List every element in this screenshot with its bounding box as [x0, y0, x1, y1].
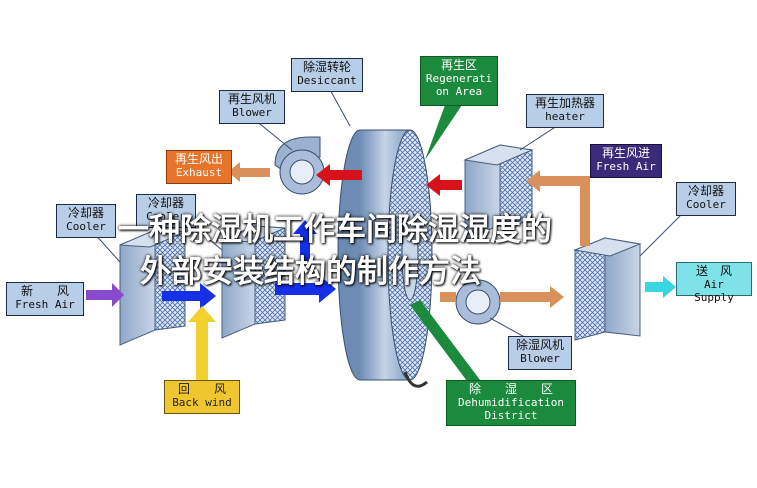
cooler-right-label: 冷却器 Cooler	[676, 182, 736, 216]
tan-arrow-dehum	[440, 286, 564, 308]
regen-fresh-air-label: 再生风进 Fresh Air	[590, 144, 662, 178]
dehum-blower-label-en: Blower	[520, 352, 560, 365]
fresh-air-label-zh: 新 风	[20, 284, 69, 298]
back-wind-label-zh: 回 风	[177, 382, 226, 396]
cooler-mid-label-zh: 冷却器	[147, 196, 184, 210]
supply-arrow	[645, 276, 676, 298]
cooler-left-label-en: Cooler	[66, 220, 106, 233]
back-wind-arrow	[188, 306, 216, 380]
red-arrow-2	[426, 174, 462, 196]
back-wind-label: 回 风 Back wind	[164, 380, 240, 414]
exhaust-label: 再生风出 Exhaust	[166, 150, 232, 184]
exhaust-label-en: Exhaust	[175, 166, 223, 179]
regen-heater-label-zh: 再生加热器	[534, 96, 595, 110]
cooler-right-label-en: Cooler	[686, 198, 726, 211]
dehum-blower-label: 除湿风机 Blower	[508, 336, 572, 370]
blue-arrow-up	[293, 220, 317, 262]
regen-area-label-en1: Regenerati	[425, 72, 493, 85]
regen-area-label-zh: 再生区	[440, 58, 477, 72]
back-wind-label-en: Back wind	[172, 396, 232, 409]
dehum-district-label-en1: Dehumidification	[458, 396, 564, 409]
desiccant-label-en: Desiccant	[297, 74, 357, 87]
exhaust-label-zh: 再生风出	[174, 152, 223, 166]
heater-unit	[463, 144, 534, 241]
cooler-left-label-zh: 冷却器	[67, 206, 104, 220]
blue-arrow-2	[275, 275, 336, 303]
blue-arrow-1	[162, 283, 216, 309]
desiccant-label: 除湿转轮 Desiccant	[291, 58, 363, 92]
air-supply-label-zh: 送 风	[695, 264, 732, 278]
cooler-left-label: 冷却器 Cooler	[56, 204, 116, 238]
air-supply-label-en: Air Supply	[694, 278, 734, 304]
regen-in-arrow	[526, 170, 590, 246]
dehum-district-label: 除 湿 区 Dehumidification District	[446, 380, 576, 426]
dehum-district-label-zh: 除 湿 区	[468, 382, 553, 396]
red-arrow-1	[316, 164, 362, 186]
fresh-air-label-en: Fresh Air	[15, 298, 75, 311]
overlay-title-line2: 外部安装结构的制作方法	[140, 254, 481, 290]
regen-area-label: 再生区 Regenerati on Area	[420, 56, 498, 106]
fresh-air-arrow	[86, 283, 124, 307]
cooler-right-label-zh: 冷却器	[687, 184, 724, 198]
regen-blower-label-en: Blower	[232, 106, 272, 119]
dehum-blower-fan	[455, 279, 501, 325]
cooler-mid-label: 冷却器 Cooler	[136, 194, 196, 228]
regen-heater-label: 再生加热器 heater	[526, 94, 604, 128]
dehum-district-label-en2: District	[484, 409, 538, 422]
regen-area-pointer	[425, 105, 462, 160]
fresh-air-label: 新 风 Fresh Air	[6, 282, 84, 316]
cooler-mid-unit	[221, 225, 286, 339]
regen-blower-label: 再生风机 Blower	[219, 90, 285, 124]
regen-blower-fan	[274, 136, 325, 195]
air-supply-label: 送 风 Air Supply	[676, 262, 752, 304]
cooler-mid-label-en: Cooler	[146, 210, 186, 223]
regen-fresh-air-label-en: Fresh Air	[596, 160, 656, 173]
cooler-right-unit	[573, 237, 642, 341]
exhaust-arrow	[228, 162, 270, 182]
regen-area-label-en2: on Area	[435, 85, 483, 98]
desiccant-label-zh: 除湿转轮	[302, 60, 351, 74]
regen-heater-label-en: heater	[545, 110, 585, 123]
overlay-title-line1: 一种除湿机工作车间除湿湿度的	[118, 212, 552, 248]
dehum-blower-label-zh: 除湿风机	[515, 338, 564, 352]
regen-fresh-air-label-zh: 再生风进	[601, 146, 650, 160]
dehum-district-pointer	[410, 300, 480, 385]
cooler-left-unit	[119, 229, 186, 346]
regen-blower-label-zh: 再生风机	[227, 92, 276, 106]
